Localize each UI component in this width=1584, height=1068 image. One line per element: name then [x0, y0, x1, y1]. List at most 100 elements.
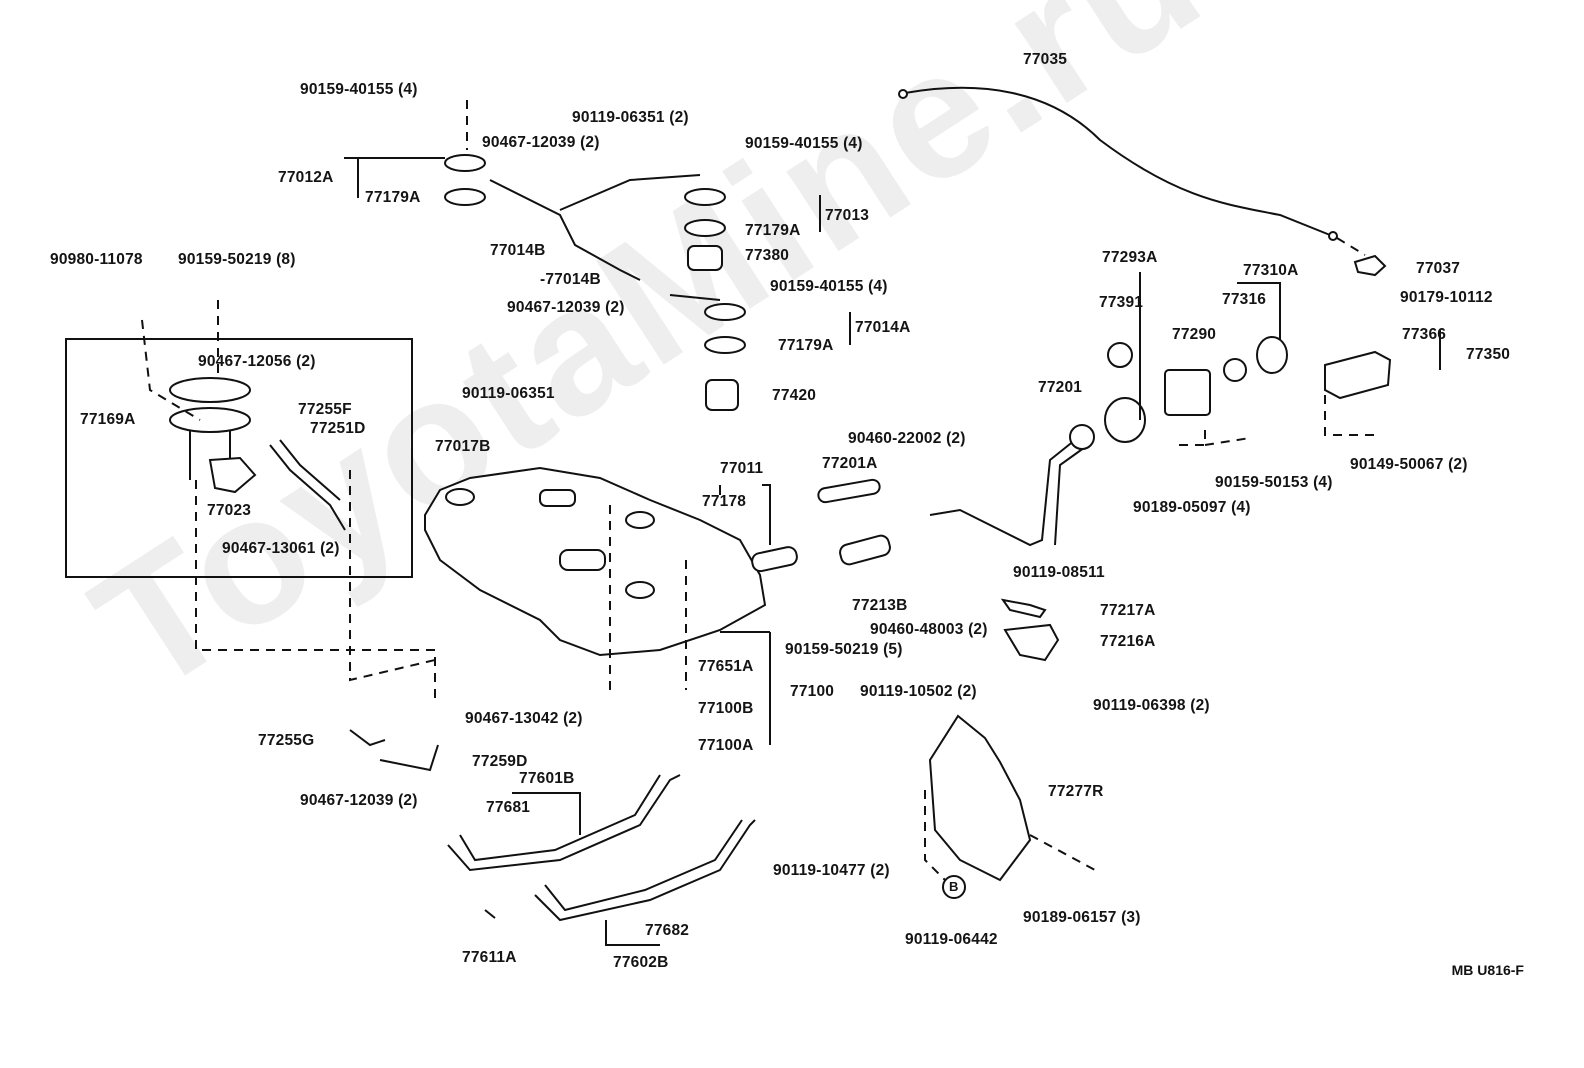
part-label[interactable]: 77681 [486, 799, 531, 816]
part-label[interactable]: 90467-13042 (2) [465, 710, 583, 727]
gauge-plate-icon [444, 154, 486, 172]
part-label[interactable]: 90980-11078 [50, 251, 143, 268]
fuel-cap-icon [1256, 336, 1288, 374]
part-label[interactable]: 90179-10112 [1400, 289, 1493, 306]
part-label[interactable]: 77201 [1038, 379, 1083, 396]
part-label[interactable]: 90119-06351 (2) [572, 109, 689, 126]
part-label[interactable]: 77169A [80, 411, 136, 428]
part-label[interactable]: 77391 [1099, 294, 1144, 311]
part-label[interactable]: 90159-50219 (5) [785, 641, 903, 658]
part-label[interactable]: 77201A [822, 455, 878, 472]
part-label[interactable]: 90189-06157 (3) [1023, 909, 1141, 926]
hose-icon [379, 744, 439, 772]
part-label[interactable]: 90460-22002 (2) [848, 430, 966, 447]
reference-b-icon [942, 875, 966, 899]
gauge-plate-icon [704, 303, 746, 321]
part-label[interactable]: 77100A [698, 737, 754, 754]
part-label[interactable]: 90119-06442 [905, 931, 998, 948]
part-label[interactable]: 77100B [698, 700, 754, 717]
filler-neck-icon [1104, 397, 1146, 443]
reference-b-label: B [949, 879, 959, 894]
part-label[interactable]: 90119-08511 [1013, 564, 1105, 581]
part-label[interactable]: 90159-50153 (4) [1215, 474, 1333, 491]
gasket-icon [444, 188, 486, 206]
grommet-hose-icon [839, 534, 891, 566]
part-label[interactable]: 90460-48003 (2) [870, 621, 988, 638]
part-label[interactable]: 77255F [298, 401, 352, 418]
part-label[interactable]: 77014A [855, 319, 911, 336]
gasket-icon [704, 336, 746, 354]
part-label[interactable]: 77366 [1402, 326, 1447, 343]
o-ring-icon [1107, 342, 1133, 368]
part-label[interactable]: 77017B [435, 438, 491, 455]
part-label[interactable]: 90467-12039 (2) [300, 792, 418, 809]
part-label[interactable]: 77012A [278, 169, 334, 186]
plug-icon [705, 379, 739, 411]
part-label[interactable]: 90189-05097 (4) [1133, 499, 1251, 516]
part-label[interactable]: 90159-40155 (4) [300, 81, 418, 98]
part-label[interactable]: 77213B [852, 597, 908, 614]
part-label[interactable]: -77014B [540, 271, 601, 288]
part-label[interactable]: 90467-13061 (2) [222, 540, 340, 557]
plug-icon [687, 245, 723, 271]
part-label[interactable]: 77179A [745, 222, 801, 239]
part-label[interactable]: 77277R [1048, 783, 1104, 800]
part-label[interactable]: 77255G [258, 732, 315, 749]
part-label[interactable]: 90119-06351 [462, 385, 555, 402]
part-label[interactable]: 77316 [1222, 291, 1267, 308]
part-label[interactable]: 77310A [1243, 262, 1299, 279]
part-label[interactable]: 77682 [645, 922, 690, 939]
part-label[interactable]: 90149-50067 (2) [1350, 456, 1468, 473]
fuel-lid-icon [1324, 350, 1392, 400]
filler-pipe-icon [929, 439, 1076, 547]
lid-opener-icon [1353, 254, 1387, 277]
part-label[interactable]: 77290 [1172, 326, 1217, 343]
part-label[interactable]: 77035 [1023, 51, 1068, 68]
part-label[interactable]: 77023 [207, 502, 252, 519]
part-label[interactable]: 77179A [365, 189, 421, 206]
seal-icon [1223, 358, 1247, 382]
vent-tube-icon [489, 179, 641, 281]
part-label[interactable]: 77037 [1416, 260, 1461, 277]
part-label[interactable]: 77602B [613, 954, 669, 971]
part-label[interactable]: 77178 [702, 493, 747, 510]
part-label[interactable]: 77100 [790, 683, 835, 700]
fuel-pump-bracket-icon [169, 377, 346, 531]
bracket-icon [1003, 623, 1060, 662]
part-label[interactable]: 77216A [1100, 633, 1156, 650]
part-label[interactable]: 77251D [310, 420, 366, 437]
part-label[interactable]: 77259D [472, 753, 528, 770]
part-label[interactable]: 77293A [1102, 249, 1158, 266]
filler-housing-icon [1164, 369, 1211, 416]
part-label[interactable]: 77420 [772, 387, 817, 404]
part-label[interactable]: 90467-12056 (2) [198, 353, 316, 370]
gasket-icon [684, 219, 726, 237]
part-label[interactable]: 90467-12039 (2) [482, 134, 600, 151]
part-label[interactable]: 77217A [1100, 602, 1156, 619]
part-label[interactable]: 77601B [519, 770, 575, 787]
part-label[interactable]: 90119-06398 (2) [1093, 697, 1210, 714]
part-label[interactable]: 77014B [490, 242, 546, 259]
part-label[interactable]: 90119-10502 (2) [860, 683, 977, 700]
diagram-code: MB U816-F [1451, 962, 1524, 978]
part-label[interactable]: 77011 [720, 460, 764, 477]
part-label[interactable]: 77611A [462, 949, 517, 966]
part-label[interactable]: 90159-40155 (4) [745, 135, 863, 152]
part-label[interactable]: 90467-12039 (2) [507, 299, 625, 316]
fuel-tank-icon [424, 466, 767, 657]
part-label[interactable]: 90159-50219 (8) [178, 251, 296, 268]
part-label[interactable]: 77651A [698, 658, 754, 675]
gauge-plate-icon [684, 188, 726, 206]
tank-band-icon [534, 819, 756, 922]
part-label[interactable]: 90119-10477 (2) [773, 862, 890, 879]
part-label[interactable]: 77179A [778, 337, 834, 354]
part-label[interactable]: 77350 [1466, 346, 1511, 363]
part-label[interactable]: 90159-40155 (4) [770, 278, 888, 295]
fuel-lid-cable-icon [904, 86, 1331, 236]
clamp-icon [1000, 598, 1047, 619]
protector-icon [928, 714, 1032, 882]
part-label[interactable]: 77380 [745, 247, 790, 264]
pipe-icon [751, 546, 798, 573]
part-label[interactable]: 77013 [825, 207, 870, 224]
